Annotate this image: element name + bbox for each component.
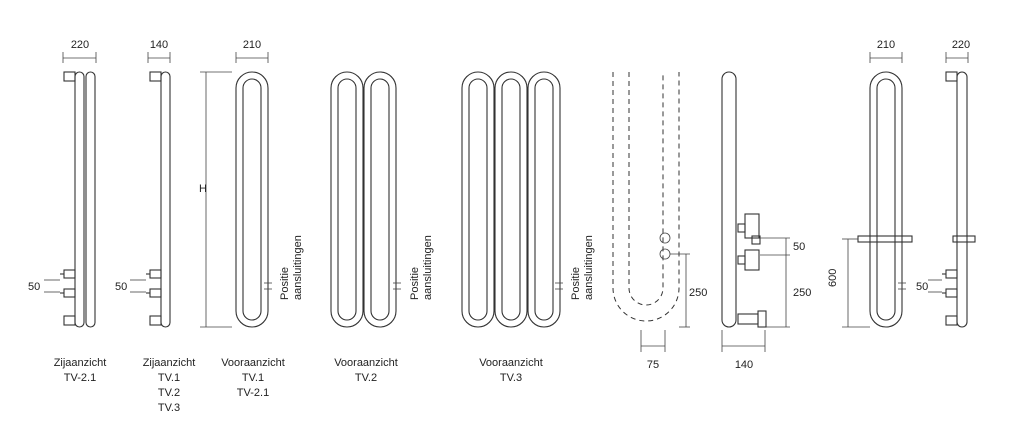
caption-front-view-tv-2: Vooraanzicht TV.2 [311,356,421,386]
side-connection-view: 50 250 140 [721,71,811,371]
dashed-connection-detail: 250 75 [612,72,707,371]
dim-front-1-width: 210 [243,39,261,51]
caption-line: Vooraanzicht [334,357,398,369]
dim-rail-height: 600 [827,269,839,287]
dim-dashed-h: 250 [689,287,707,299]
dim-rail-side-width: 220 [952,39,970,51]
caption-front-view-tv-1: Vooraanzicht TV.1 TV-2.1 [198,356,308,401]
dim-side-21-spacing: 50 [28,281,40,293]
side-view-tv-1: 140 50 [115,39,171,328]
caption-line: TV-2.1 [236,387,270,399]
caption-front-view-tv-3: Vooraanzicht TV.3 [456,356,566,386]
caption-side-view-tv-2-1: Zijaanzicht TV-2.1 [25,356,135,386]
front-view-tv-2: Positie aansluitingen [330,71,434,328]
rail-side-view: 220 50 [916,39,976,328]
caption-line: TV.1 [241,372,265,384]
connection-label-line2: aansluitingen [422,235,434,300]
caption-line: Vooraanzicht [479,357,543,369]
dim-side-21-width: 220 [71,39,89,51]
connection-label-line1: Positie [570,267,582,300]
dim-height: H [199,183,207,195]
caption-line: TV.2 [157,387,181,399]
side-view-tv-2-1: 220 50 [28,39,97,328]
caption-line: Zijaanzicht [53,357,107,369]
caption-line: TV-2.1 [63,372,97,384]
front-view-tv-3: Positie aansluitingen [461,71,595,328]
connection-label-line2: aansluitingen [583,235,595,300]
caption-line: TV.3 [499,372,523,384]
caption-line: TV.1 [157,372,181,384]
caption-line: Vooraanzicht [221,357,285,369]
dim-side-conn-spacing: 50 [793,241,805,253]
front-view-tv-1: 210 H Positie aansluitingen [199,39,304,328]
dim-dashed-width: 75 [647,359,659,371]
connection-label-line1: Positie [409,267,421,300]
dim-rail-spacing: 50 [916,281,928,293]
caption-side-view-tv-1: Zijaanzicht TV.1 TV.2 TV.3 [114,356,224,416]
connection-label-line1: Positie [279,267,291,300]
caption-line: TV.2 [354,372,378,384]
dim-rail-front-width: 210 [877,39,895,51]
dim-side-1-spacing: 50 [115,281,127,293]
dim-side-conn-h: 250 [793,287,811,299]
caption-line: TV.3 [157,402,181,414]
rail-front-view: 210 600 [827,39,913,328]
dim-side-conn-width: 140 [735,359,753,371]
connection-label-line2: aansluitingen [292,235,304,300]
dim-side-1-width: 140 [150,39,168,51]
caption-line: Zijaanzicht [142,357,196,369]
